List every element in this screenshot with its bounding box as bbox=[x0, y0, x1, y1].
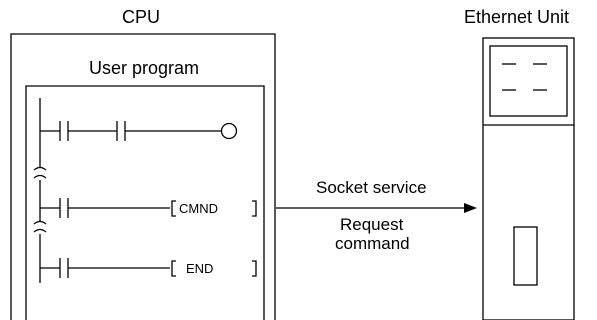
end-bracket-right bbox=[252, 260, 257, 277]
user-program-box bbox=[25, 85, 265, 320]
end-bracket-left bbox=[171, 260, 176, 277]
ladder-rung-2 bbox=[40, 198, 257, 218]
ladder-rung-3 bbox=[40, 258, 257, 278]
ethernet-unit-connector bbox=[513, 226, 538, 286]
cmnd-bracket-left bbox=[171, 200, 176, 217]
rail-break-marks bbox=[33, 166, 47, 233]
instruction-end-label: END bbox=[186, 261, 214, 276]
ethernet-unit-display bbox=[489, 45, 568, 117]
cmnd-bracket-right bbox=[252, 200, 257, 217]
ethernet-unit-box bbox=[482, 37, 575, 320]
ethernet-unit-title: Ethernet Unit bbox=[464, 7, 570, 27]
command-label: command bbox=[335, 234, 410, 253]
request-label: Request bbox=[340, 215, 404, 234]
user-program-title: User program bbox=[89, 58, 200, 78]
cpu-box bbox=[10, 33, 276, 320]
instruction-cmnd-label: CMND bbox=[179, 201, 218, 216]
socket-service-arrowhead bbox=[464, 203, 477, 213]
socket-service-label: Socket service bbox=[316, 178, 427, 197]
display-dash-marks bbox=[502, 63, 547, 91]
output-coil bbox=[220, 122, 238, 140]
ladder-rung-1 bbox=[40, 121, 238, 141]
cpu-title: CPU bbox=[122, 7, 161, 27]
